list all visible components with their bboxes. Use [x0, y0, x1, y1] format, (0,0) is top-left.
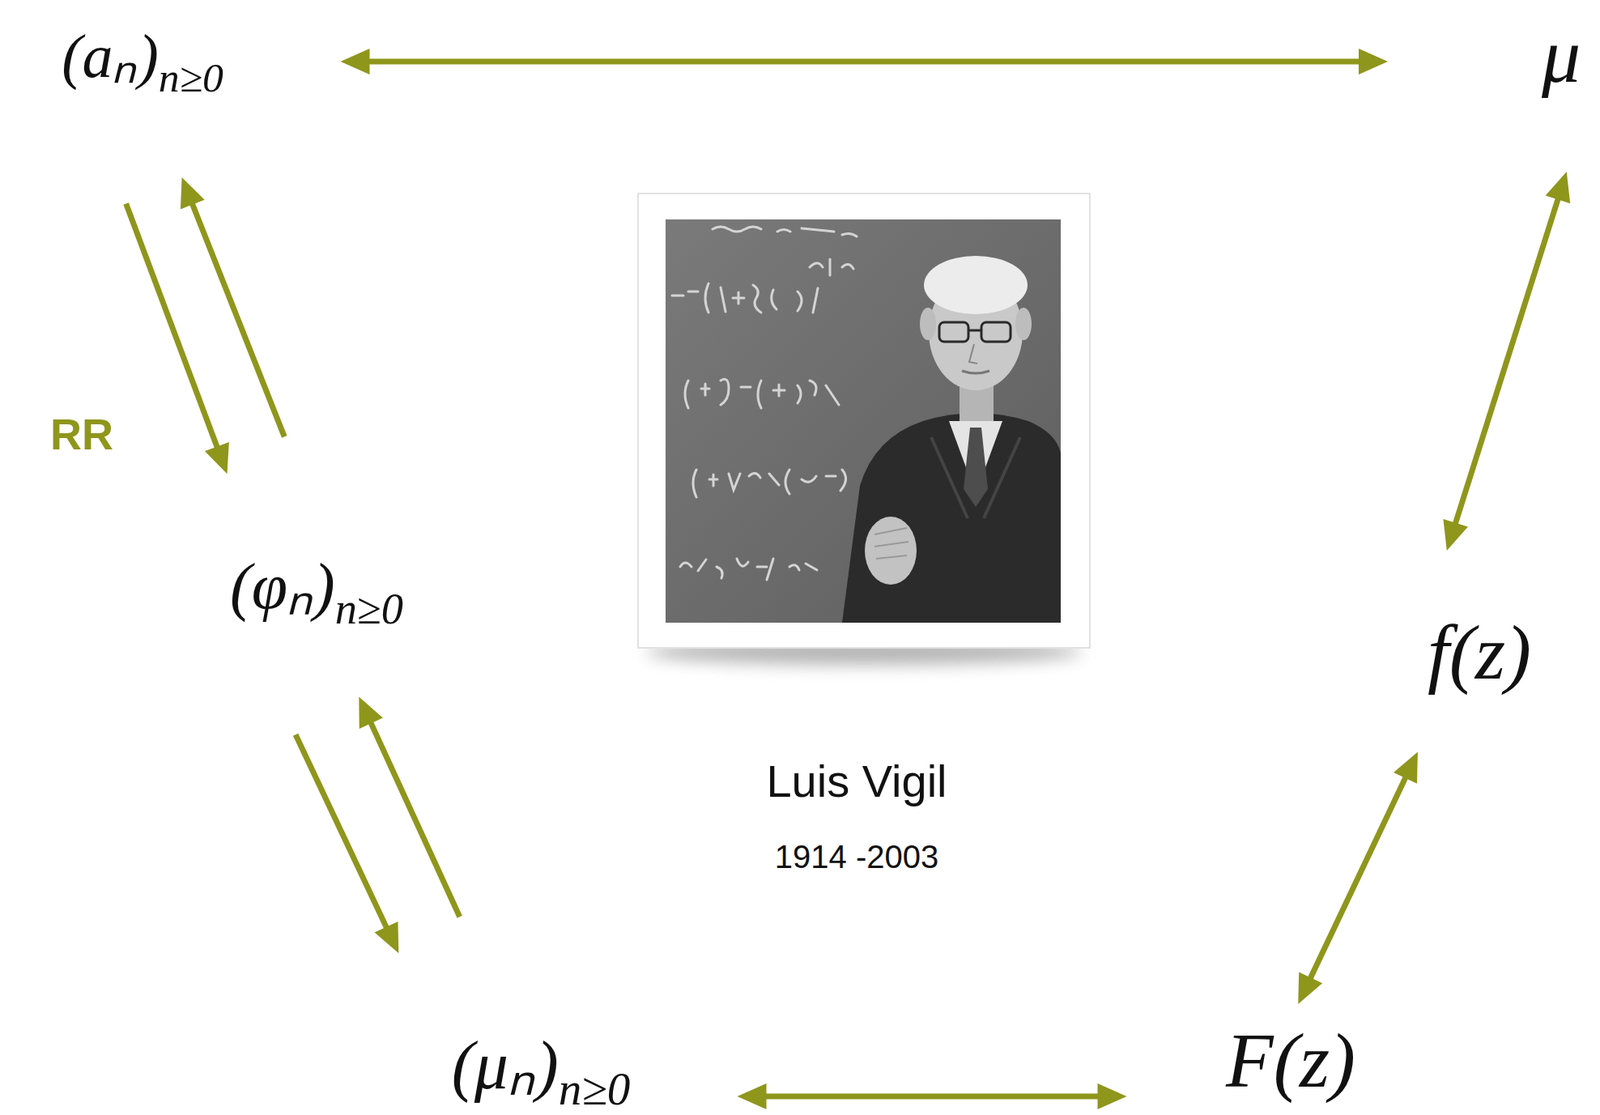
- arrow-head: [180, 177, 205, 209]
- arrow-head: [340, 48, 371, 75]
- node-text: (φₙ): [229, 550, 336, 622]
- arrow-head: [1393, 751, 1418, 783]
- arrow-head: [737, 1083, 767, 1110]
- connector-line: [763, 1093, 1102, 1100]
- arrow-head: [1297, 972, 1323, 1005]
- arrow-head: [1097, 1083, 1128, 1110]
- subscript-text: n≥0: [158, 54, 224, 101]
- connector-arrow: [358, 697, 460, 918]
- connector-line: [1454, 196, 1559, 527]
- man-figure: [842, 255, 1061, 623]
- node-text: f(z): [1427, 608, 1532, 696]
- arrow-head: [1545, 171, 1571, 204]
- photo-frame: [638, 193, 1090, 648]
- math-node: F(z): [1211, 1012, 1371, 1109]
- connector-arrow: [126, 204, 230, 475]
- node-text: (aₙ): [61, 21, 159, 90]
- math-node: (aₙ)n≥0: [12, 17, 274, 106]
- math-node: μ: [1525, 8, 1597, 104]
- math-node: f(z): [1409, 604, 1549, 701]
- node-text: μ: [1541, 12, 1581, 99]
- connector-arrow: [295, 734, 399, 954]
- node-text: F(z): [1225, 1017, 1356, 1104]
- subscript-text: n≥0: [335, 584, 404, 634]
- math-node: (μₙ)n≥0: [408, 1023, 675, 1115]
- connector-line: [366, 59, 1363, 65]
- arrow-head: [1442, 519, 1469, 551]
- chalk-marks: [672, 226, 857, 580]
- math-node: (φₙ)n≥0: [181, 545, 453, 639]
- edge-label: RR: [46, 408, 117, 460]
- connector-arrow: [1297, 751, 1418, 1005]
- connector-line: [191, 201, 285, 438]
- connector-line: [295, 734, 388, 930]
- connector-line: [370, 720, 460, 918]
- connector-arrow: [180, 177, 285, 437]
- connector-line: [1309, 774, 1407, 981]
- arrow-head: [204, 442, 230, 474]
- arrow-head: [374, 921, 400, 954]
- subscript-text: n≥0: [558, 1063, 630, 1115]
- connector-arrow: [737, 1083, 1128, 1110]
- connector-arrow: [1442, 171, 1571, 551]
- arrow-head: [1358, 48, 1388, 75]
- person-name: Luis Vigil: [765, 754, 947, 808]
- arrow-head: [358, 697, 383, 729]
- chalkboard: [665, 219, 1061, 623]
- connector-arrow: [340, 48, 1389, 75]
- life-dates: 1914 -2003: [774, 838, 939, 876]
- node-text: (μₙ): [451, 1027, 559, 1103]
